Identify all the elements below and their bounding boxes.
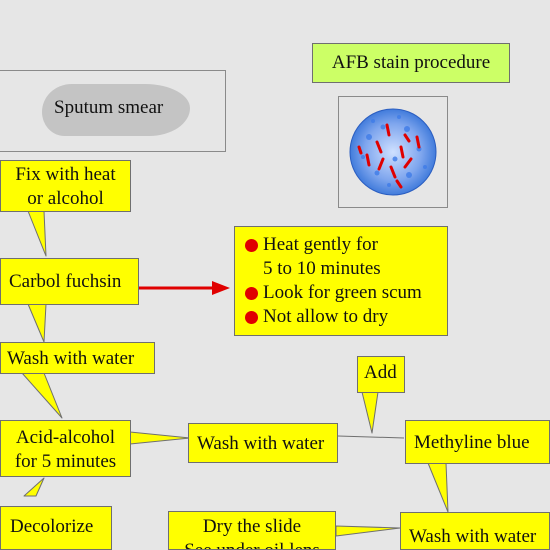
step-decolorize-label: Decolorize: [10, 516, 94, 537]
carbol-pointer: [27, 303, 47, 343]
procedure-title: AFB stain procedure: [312, 43, 510, 83]
bullet-icon: [245, 239, 258, 252]
add-pointer: [361, 391, 379, 434]
note-dry-label: Not allow to dry: [263, 306, 389, 327]
step-wash-water-2: Wash with water: [188, 423, 338, 463]
sputum-smear-label: Sputum smear: [54, 97, 164, 118]
step-methylene-label: Methyline blue: [414, 432, 530, 453]
step-decolorize: Decolorize: [0, 506, 112, 550]
methylene-pointer: [427, 462, 449, 513]
note-scum-label: Look for green scum: [263, 282, 422, 303]
step-acid-alcohol: Acid-alcohol for 5 minutes: [0, 420, 131, 477]
step-fix-line2: or alcohol: [27, 188, 104, 209]
step-wash3-label: Wash with water: [409, 526, 537, 547]
note-scum: Look for green scum: [243, 281, 447, 305]
step-fix-line1: Fix with heat: [15, 164, 116, 185]
step-methylene-blue: Methyline blue: [405, 420, 550, 464]
step-dry-slide: Dry the slide See under oil lens: [168, 511, 336, 550]
decolorize-pointer: [23, 477, 45, 497]
note-heat: Heat gently for: [243, 233, 447, 257]
note-heat-continued: 5 to 10 minutes: [243, 257, 447, 281]
note-heat-line1: Heat gently for: [263, 234, 379, 255]
step-dry-line1: Dry the slide: [202, 516, 302, 537]
dry-pointer: [335, 525, 401, 537]
step-carbol-label: Carbol fuchsin: [9, 271, 122, 292]
step-carbol-fuchsin: Carbol fuchsin: [0, 258, 139, 305]
fix-pointer: [27, 210, 47, 257]
carbol-notes-box: Heat gently for 5 to 10 minutes Look for…: [234, 226, 448, 336]
microscope-image-frame: [338, 96, 448, 208]
wash-methylene-connector: [337, 435, 405, 439]
bullet-icon: [245, 287, 258, 300]
step-wash-water-3: Wash with water: [400, 512, 550, 550]
step-acid-line2: for 5 minutes: [14, 451, 117, 472]
red-arrow-icon: [212, 281, 230, 295]
step-add: Add: [357, 356, 405, 393]
step-fix: Fix with heat or alcohol: [0, 160, 131, 212]
step-wash2-label: Wash with water: [197, 433, 325, 454]
bullet-icon: [245, 311, 258, 324]
step-add-label: Add: [364, 362, 397, 383]
microscope-field-image: [349, 108, 437, 196]
sputum-smear-frame: [0, 70, 226, 152]
sputum-smear-blob: [42, 84, 190, 136]
step-wash-water-1: Wash with water: [0, 342, 155, 374]
wash1-pointer: [21, 372, 63, 419]
step-dry-line2: See under oil lens: [169, 539, 335, 549]
note-heat-line2: 5 to 10 minutes: [263, 258, 381, 279]
step-acid-line1: Acid-alcohol: [15, 427, 116, 448]
note-dry: Not allow to dry: [243, 305, 447, 329]
step-wash1-label: Wash with water: [7, 348, 135, 369]
acid-pointer: [129, 431, 191, 445]
